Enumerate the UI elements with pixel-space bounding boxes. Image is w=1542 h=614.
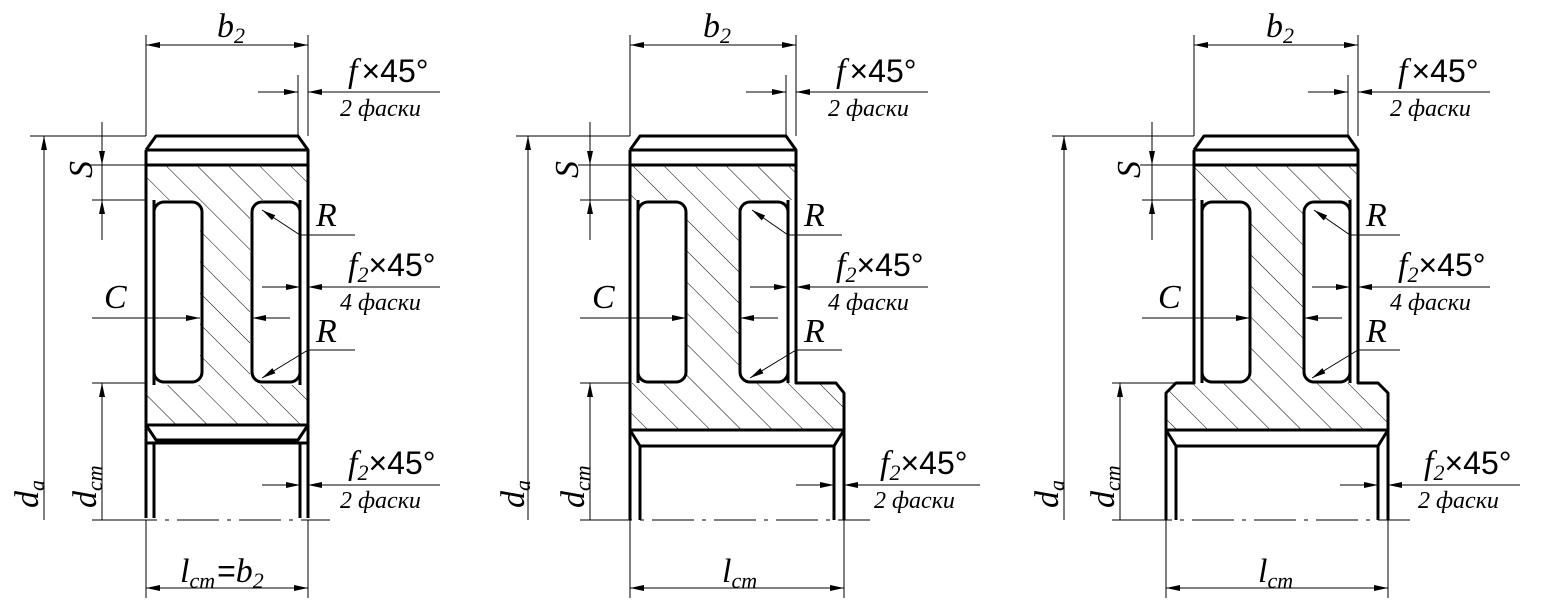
note-2-chamfers: 2 фаски	[1390, 96, 1471, 122]
hatched-section	[1166, 165, 1388, 430]
note-2-chamfers: 2 фаски	[340, 488, 421, 514]
note-2-chamfers: 2 фаски	[340, 96, 421, 122]
figure-2: b2 f×45° 2 фаски S R f2×45° 4 фаски C R …	[495, 8, 980, 598]
gear-outline	[1164, 134, 1390, 520]
hatched-section	[630, 165, 844, 430]
label-b2: b2	[217, 8, 245, 48]
label-f2-chamfer: f2×45°	[880, 445, 968, 485]
note-4-chamfers: 4 фаски	[340, 290, 421, 316]
figure-1: b2 f×45° 2 фаски S R f2×45° 4 фаски C R …	[9, 8, 440, 598]
note-2-chamfers: 2 фаски	[874, 488, 955, 514]
label-C: C	[104, 279, 127, 316]
note-4-chamfers: 4 фаски	[828, 290, 909, 316]
label-da: da	[495, 480, 535, 508]
label-R: R	[1365, 313, 1387, 350]
label-R: R	[1365, 197, 1387, 234]
label-R: R	[315, 313, 337, 350]
label-C: C	[592, 279, 615, 316]
label-R: R	[803, 313, 825, 350]
label-f-chamfer: f×45°	[836, 53, 917, 90]
label-f2-chamfer: f2×45°	[348, 445, 436, 485]
label-b2: b2	[1266, 8, 1294, 48]
dimension-lines	[1052, 35, 1520, 598]
label-f2-chamfer: f2×45°	[1398, 247, 1486, 287]
note-4-chamfers: 4 фаски	[1390, 290, 1471, 316]
label-dcm: dcm	[67, 465, 107, 508]
label-lcm-eq-b2: lcm=b2	[180, 553, 264, 593]
label-C: C	[1158, 279, 1181, 316]
label-dcm: dcm	[1085, 465, 1125, 508]
hatched-section	[146, 165, 308, 425]
label-f2-chamfer: f2×45°	[348, 247, 436, 287]
label-da: da	[1029, 480, 1069, 508]
label-dcm: dcm	[555, 465, 595, 508]
label-f2-chamfer: f2×45°	[836, 247, 924, 287]
gear-outline	[628, 134, 846, 520]
label-R: R	[315, 197, 337, 234]
label-b2: b2	[703, 8, 731, 48]
label-S: S	[63, 161, 100, 178]
gear-outline	[144, 134, 310, 518]
label-f2-chamfer: f2×45°	[1424, 445, 1512, 485]
label-R: R	[803, 197, 825, 234]
dimension-lines	[516, 35, 980, 598]
label-da: da	[9, 480, 49, 508]
label-S: S	[549, 161, 586, 178]
figure-3: b2 f×45° 2 фаски S R f2×45° 4 фаски C R …	[1029, 8, 1520, 598]
label-lcm: lcm	[1258, 553, 1293, 593]
label-lcm: lcm	[722, 553, 757, 593]
note-2-chamfers: 2 фаски	[828, 96, 909, 122]
label-f-chamfer: f×45°	[348, 53, 429, 90]
label-S: S	[1111, 161, 1148, 178]
label-f-chamfer: f×45°	[1398, 53, 1479, 90]
dimension-lines	[30, 35, 440, 598]
note-2-chamfers: 2 фаски	[1418, 488, 1499, 514]
